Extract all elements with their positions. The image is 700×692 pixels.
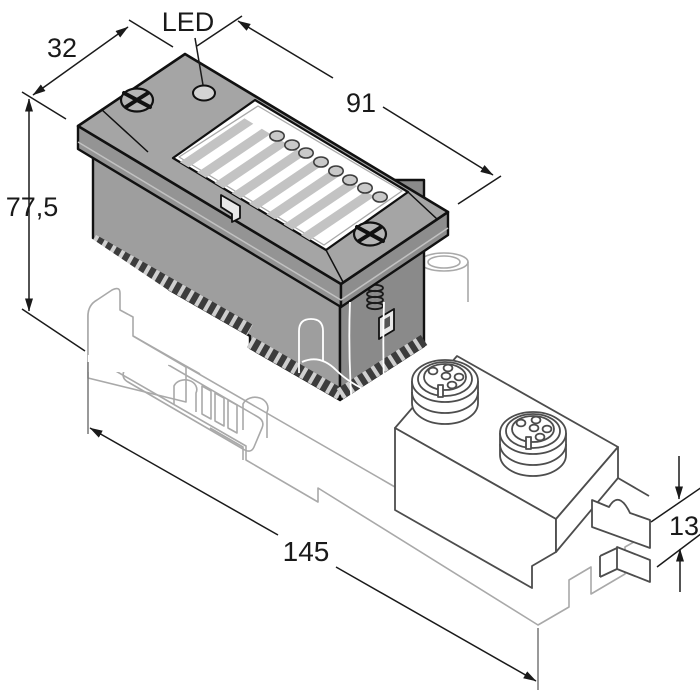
label-strips — [179, 118, 375, 241]
dim-foot-label: 13 — [669, 511, 699, 541]
contact-strips — [90, 234, 428, 400]
dim-length-label: 145 — [283, 536, 330, 567]
dim-depth-label: 91 — [346, 88, 376, 118]
dim-depth-91 — [196, 15, 502, 205]
dim-length-145 — [87, 362, 539, 690]
lid-notch — [220, 194, 241, 223]
dim-height-77-5 — [21, 98, 86, 352]
channel-led-row — [268, 130, 388, 203]
status-led — [192, 84, 216, 102]
electronic-module — [76, 52, 450, 402]
ghost-edges — [298, 301, 387, 432]
dimensions — [21, 15, 700, 690]
base-right-foot — [616, 546, 651, 583]
screw-rear — [352, 221, 388, 247]
m12-connector-2 — [499, 411, 567, 477]
base-bottom-profile — [87, 354, 649, 626]
dim-width-32 — [21, 19, 174, 120]
m12-connector — [411, 359, 479, 425]
dim-foot-13 — [650, 456, 700, 592]
dim-width-label: 32 — [47, 33, 77, 63]
base-back-post — [419, 252, 469, 302]
base-left-end-front — [87, 236, 201, 375]
block-right-face — [555, 446, 619, 553]
screw-front — [119, 87, 155, 113]
module-lid — [76, 52, 450, 309]
base-connector-block — [394, 355, 651, 589]
led-leader-line — [194, 37, 204, 86]
mounting-flange — [591, 498, 651, 549]
led-label: LED — [162, 7, 215, 37]
dim-height-label: 77,5 — [6, 192, 59, 222]
